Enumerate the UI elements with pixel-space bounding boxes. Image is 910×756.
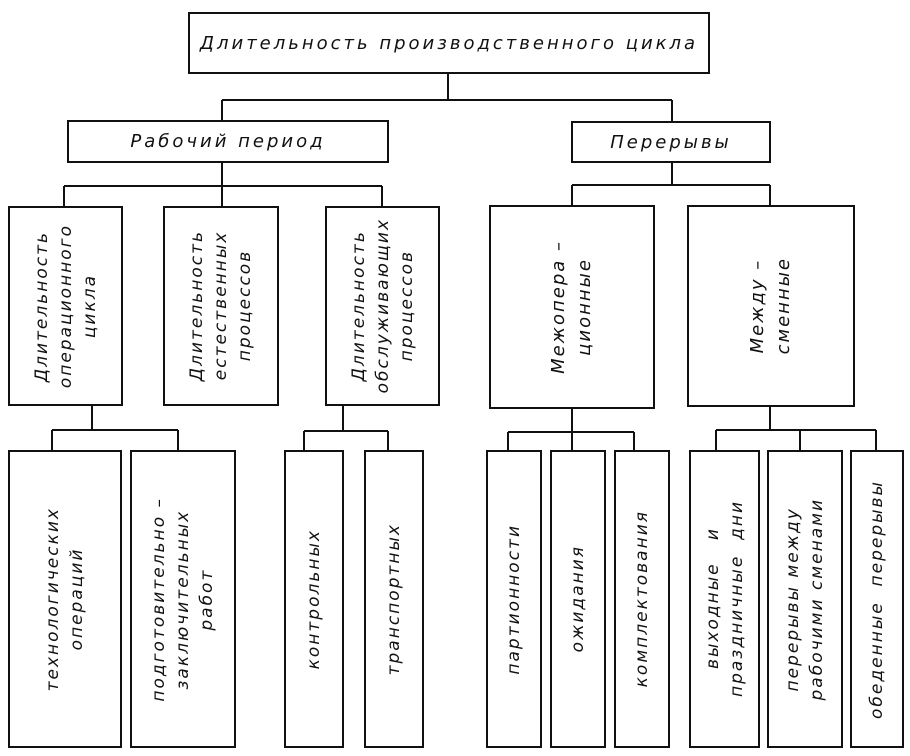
operational-cycle-duration-box: Длительность операционного цикла: [8, 206, 123, 406]
between-shifts-breaks-label: перерывы между рабочими сменами: [783, 497, 827, 701]
completion-breaks-box: комплектования: [614, 450, 670, 748]
natural-processes-duration-box: Длительность естественных процессов: [163, 206, 279, 406]
interoperation-breaks-label: Межопера – ционные: [548, 240, 595, 374]
intershift-breaks-box: Между – сменные: [687, 205, 855, 407]
service-processes-duration-box: Длительность обслуживающих процессов: [325, 206, 440, 406]
operational-cycle-duration-label: Длительность операционного цикла: [31, 223, 100, 389]
waiting-breaks-label: ожидания: [568, 545, 588, 653]
batch-breaks-box: партионности: [486, 450, 542, 748]
natural-processes-duration-label: Длительность естественных процессов: [187, 230, 255, 382]
weekends-holidays-label: выходные и праздничные дни: [702, 500, 747, 698]
service-processes-duration-label: Длительность обслуживающих процессов: [348, 218, 417, 394]
production-cycle-duration-label: Длительность производственного цикла: [199, 32, 699, 54]
breaks-box: Перерывы: [571, 121, 771, 163]
control-operations-box: контрольных: [284, 450, 344, 748]
intershift-breaks-label: Между – сменные: [747, 257, 794, 355]
lunch-breaks-label: обеденные перерывы: [867, 479, 887, 719]
batch-breaks-label: партионности: [504, 523, 524, 675]
work-period-box: Рабочий период: [67, 120, 389, 163]
control-operations-label: контрольных: [304, 528, 324, 670]
transport-operations-box: транспортных: [364, 450, 424, 748]
lunch-breaks-box: обеденные перерывы: [850, 450, 904, 748]
production-cycle-duration-box: Длительность производственного цикла: [188, 12, 710, 74]
preparatory-final-works-box: подготовительно – заключительных работ: [130, 450, 236, 748]
technological-operations-box: технологических операций: [8, 450, 122, 748]
transport-operations-label: транспортных: [384, 522, 404, 676]
work-period-label: Рабочий период: [130, 131, 326, 152]
breaks-label: Перерывы: [610, 131, 732, 153]
interoperation-breaks-box: Межопера – ционные: [489, 205, 655, 409]
waiting-breaks-box: ожидания: [550, 450, 606, 748]
completion-breaks-label: комплектования: [632, 510, 652, 688]
preparatory-final-works-label: подготовительно – заключительных работ: [149, 496, 217, 702]
weekends-holidays-box: выходные и праздничные дни: [689, 450, 760, 748]
between-shifts-breaks-box: перерывы между рабочими сменами: [767, 450, 843, 748]
technological-operations-label: технологических операций: [43, 506, 87, 692]
